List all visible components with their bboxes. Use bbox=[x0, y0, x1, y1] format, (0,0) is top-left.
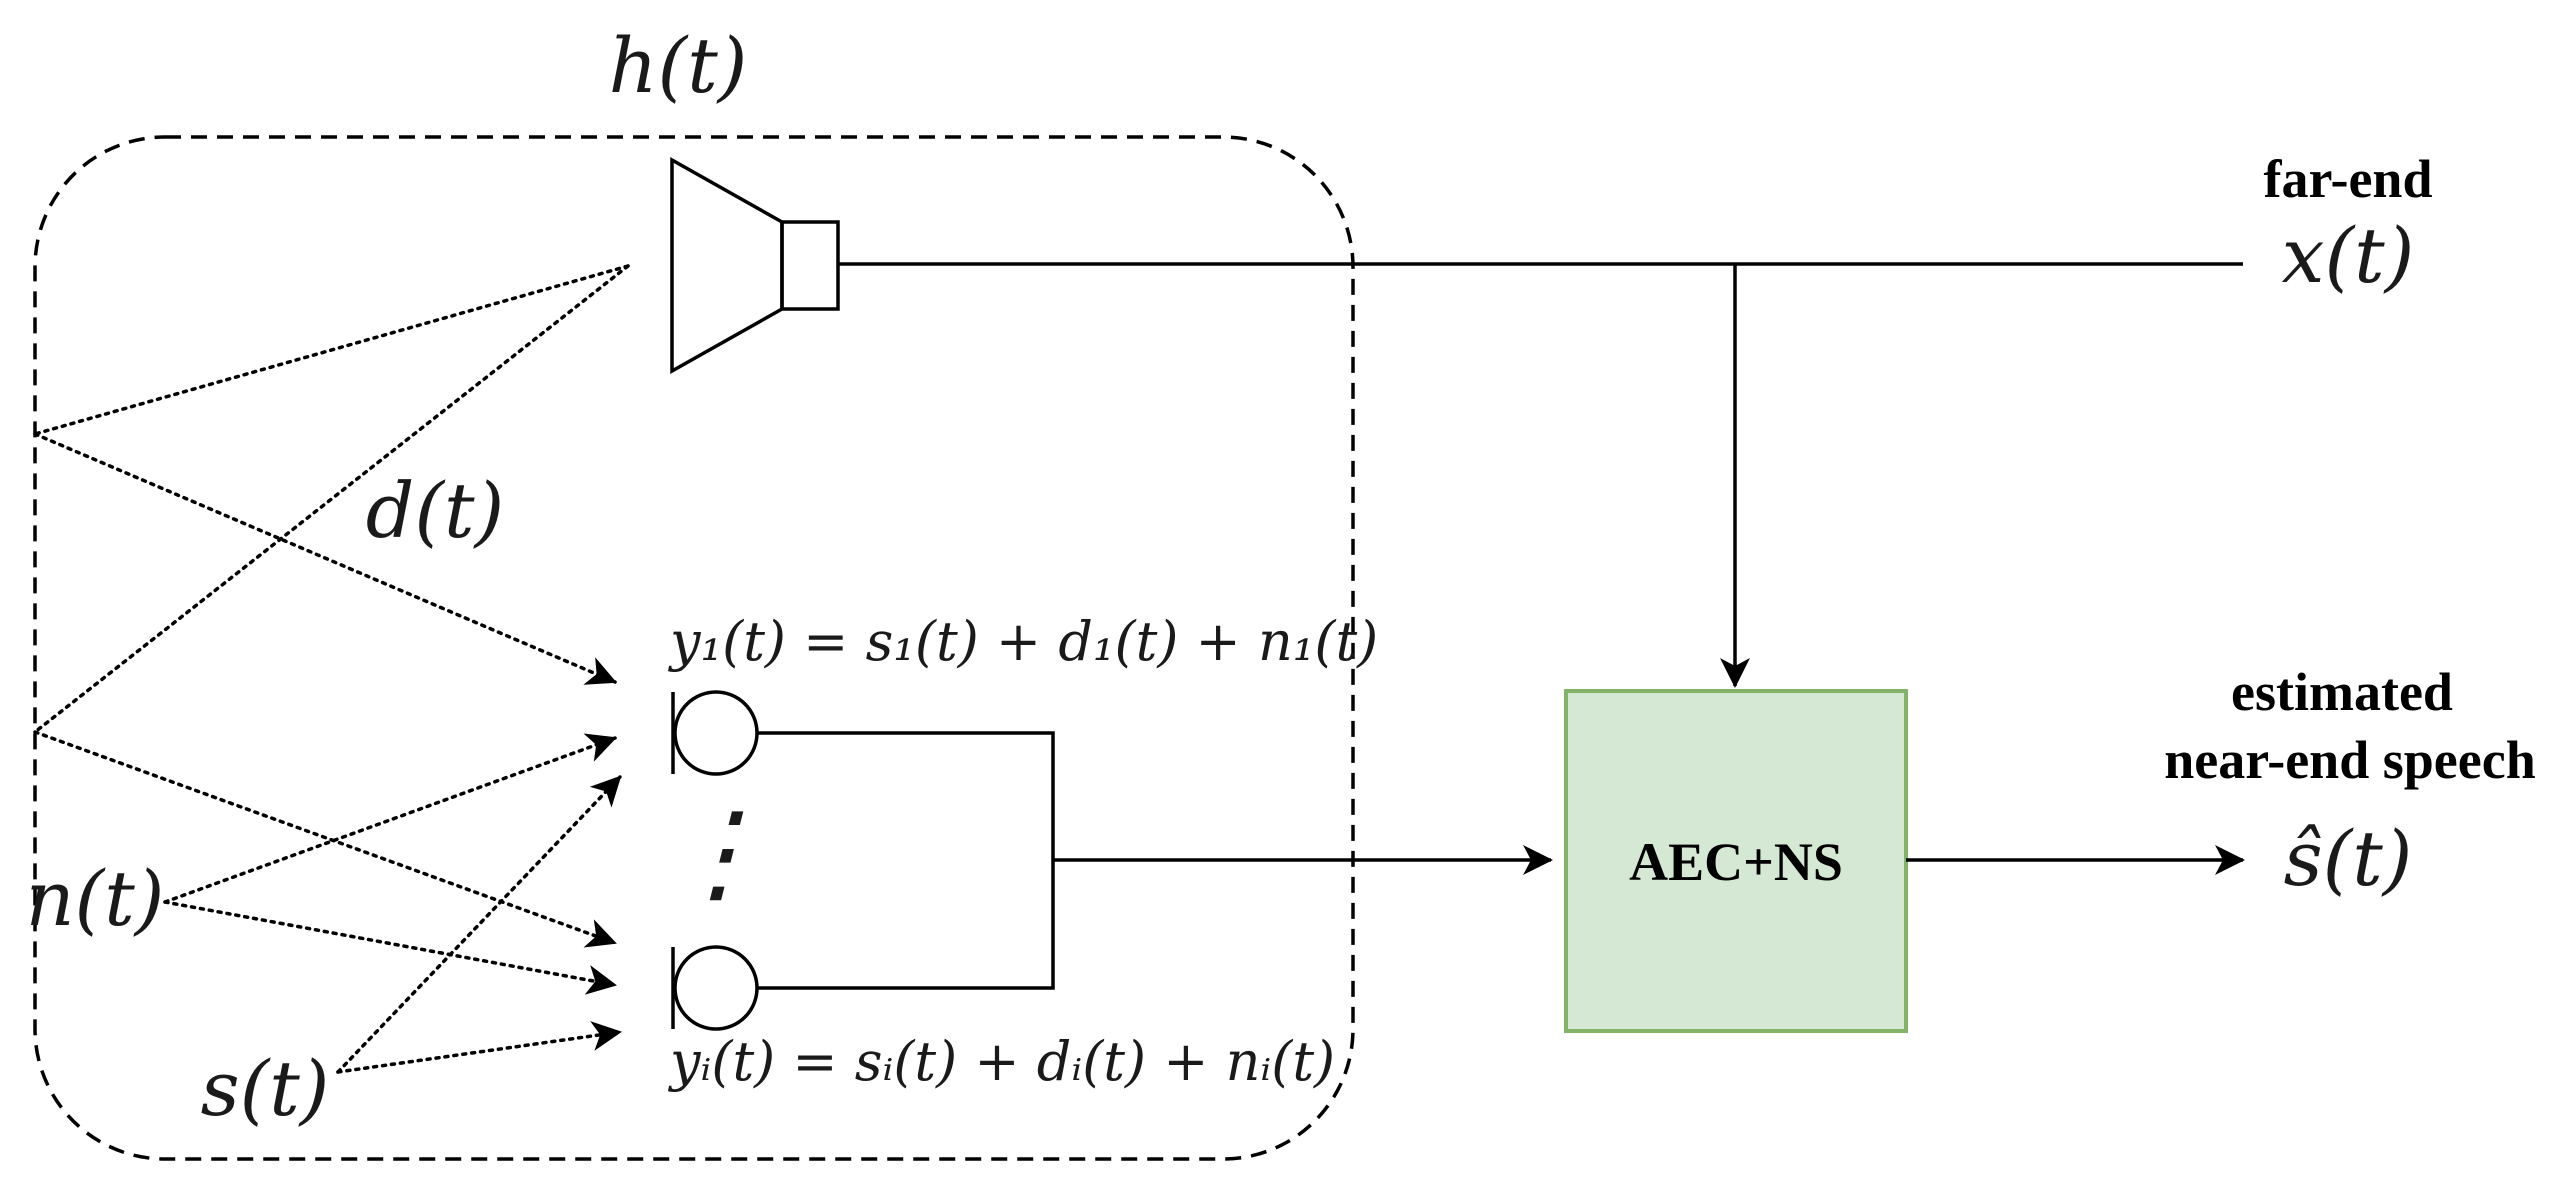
acoustic-room-boundary bbox=[33, 135, 1355, 1161]
microphone-1-icon bbox=[671, 690, 759, 776]
room-impulse-response-label: h(t) bbox=[609, 21, 748, 110]
noise-paths bbox=[163, 733, 617, 995]
estimated-label: estimated bbox=[2231, 662, 2453, 722]
noise-label: n(t) bbox=[26, 854, 165, 943]
near-end-speech-source-label: s(t) bbox=[201, 1044, 330, 1133]
microphone-bus bbox=[757, 731, 1055, 990]
aec-ns-block bbox=[1564, 689, 1908, 1033]
echo-label: d(t) bbox=[366, 466, 505, 555]
microphone-i-icon bbox=[671, 945, 759, 1031]
speech-paths bbox=[336, 775, 622, 1074]
mic-1-equation: y₁(t) = s₁(t) + d₁(t) + n₁(t) bbox=[668, 610, 1378, 673]
mic-i-equation: yᵢ(t) = sᵢ(t) + dᵢ(t) + nᵢ(t) bbox=[668, 1030, 1335, 1093]
estimated-speech-label: ŝ(t) bbox=[2284, 814, 2413, 903]
echo-paths bbox=[33, 264, 630, 948]
near-end-speech-label: near-end speech bbox=[2164, 730, 2535, 790]
far-end-signal-label: x(t) bbox=[2282, 211, 2415, 300]
aec-ns-label: AEC+NS bbox=[1629, 832, 1843, 892]
microphone-ellipsis: ⋮ bbox=[663, 788, 773, 916]
loudspeaker-icon bbox=[670, 157, 840, 374]
far-end-label: far-end bbox=[2264, 149, 2433, 209]
